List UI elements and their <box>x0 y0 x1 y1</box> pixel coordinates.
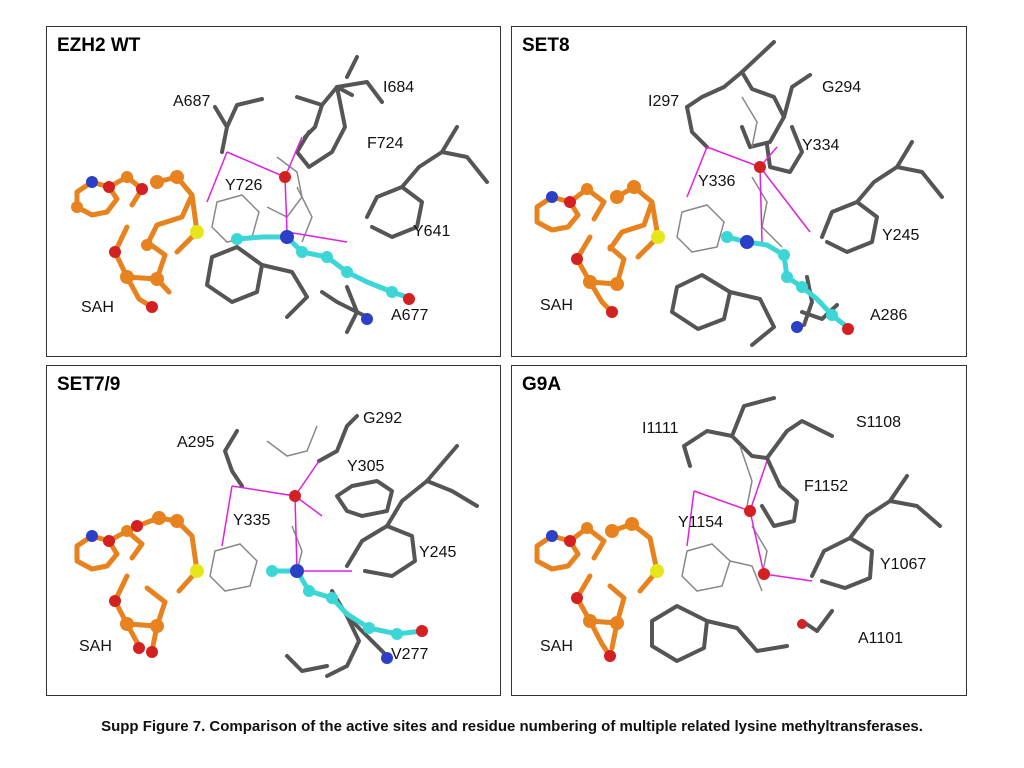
sah-atoms <box>86 511 204 658</box>
residue-label: Y245 <box>419 544 457 561</box>
lysine-substrate <box>269 568 425 637</box>
thin-sticks <box>676 96 783 253</box>
residue-sticks <box>223 414 479 678</box>
panel-set8: SET8 I297 G294 Y334 Y336 Y245 SAH A286 <box>511 26 967 357</box>
residue-label: G294 <box>822 79 862 96</box>
lysine-atoms <box>266 490 428 664</box>
residue-label: SAH <box>81 299 114 316</box>
residue-label: F724 <box>367 135 404 152</box>
sah-molecule <box>74 174 200 310</box>
residue-label: Y726 <box>225 177 263 194</box>
lysine-atoms <box>721 161 854 335</box>
residue-label: S1108 <box>856 414 902 431</box>
residue-label: A677 <box>391 307 429 324</box>
lysine-atoms <box>231 171 415 325</box>
residue-label: A286 <box>870 307 908 324</box>
residue-label: Y336 <box>698 173 736 190</box>
hbonds <box>686 460 813 582</box>
residue-label: G292 <box>363 410 403 427</box>
residue-label: Y305 <box>347 458 385 475</box>
residue-label: SAH <box>79 638 112 655</box>
residue-label: F1152 <box>804 478 849 495</box>
residue-label: I684 <box>383 79 415 96</box>
residue-label: Y334 <box>802 137 840 154</box>
residue-label: Y641 <box>413 223 451 240</box>
residue-label: Y1067 <box>880 556 927 573</box>
panel-ezh2-wt: EZH2 WT A687 I684 F724 Y726 Y641 SAH A67… <box>46 26 501 357</box>
residue-label: I297 <box>648 93 680 110</box>
residue-label: A295 <box>177 434 215 451</box>
hetero-atoms <box>744 505 807 629</box>
panel-g9a: G9A I1111 S1108 F1152 Y1154 Y1067 SAH A1… <box>511 365 967 696</box>
residue-label: Y1154 <box>678 514 724 531</box>
structure-set7-9 <box>74 414 479 678</box>
residue-label: I1111 <box>642 420 679 437</box>
structure-g9a <box>534 396 942 663</box>
residue-label: A1101 <box>858 630 904 647</box>
residue-sticks <box>205 55 489 334</box>
structure-ezh2 <box>71 55 489 334</box>
residue-sticks <box>670 40 944 347</box>
sah-molecule <box>534 184 661 315</box>
sah-molecule <box>534 521 660 659</box>
residue-label: A687 <box>173 93 211 110</box>
thin-sticks <box>681 445 768 592</box>
residue-label: SAH <box>540 297 573 314</box>
residue-sticks <box>650 396 942 663</box>
panel-set7-9: SET7/9 G292 A295 Y305 Y335 Y245 SAH V277 <box>46 365 501 696</box>
figure-caption: Supp Figure 7. Comparison of the active … <box>101 718 923 735</box>
residue-label: Y245 <box>882 227 920 244</box>
residue-label: Y335 <box>233 512 271 529</box>
sah-atoms <box>546 180 665 318</box>
residue-label: V277 <box>391 646 429 663</box>
sah-atoms <box>71 170 204 313</box>
residue-label: SAH <box>540 638 573 655</box>
structure-set8 <box>534 40 944 347</box>
thin-sticks <box>211 156 313 243</box>
panel-title: G9A <box>522 374 562 395</box>
sah-atoms <box>546 517 664 662</box>
panel-title: SET8 <box>522 35 570 56</box>
panel-title: SET7/9 <box>57 374 121 395</box>
hbonds <box>686 146 811 243</box>
panel-title: EZH2 WT <box>57 35 141 56</box>
